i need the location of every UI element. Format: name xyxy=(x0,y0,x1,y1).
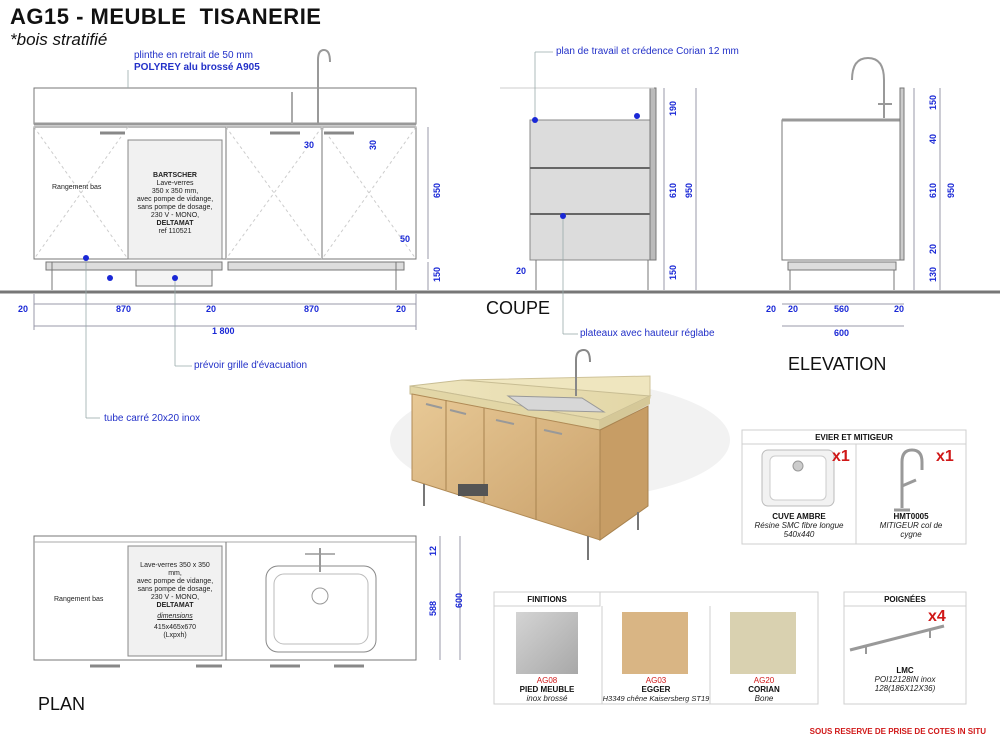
callout-plan-travail: plan de travail et crédence Corian 12 mm xyxy=(556,46,739,57)
front-dim-v-150: 150 xyxy=(432,266,442,282)
callout-dots xyxy=(83,113,640,281)
sink-caption: CUVE AMBRE Résine SMC fibre longue 540x4… xyxy=(754,512,844,539)
section-dim-190: 190 xyxy=(668,100,678,116)
callout-plateaux: plateaux avec hauteur réglabe xyxy=(580,328,715,339)
plan-view-title: PLAN xyxy=(38,694,86,714)
section-dim-950: 950 xyxy=(684,182,694,198)
front-dim-h-5: 20 xyxy=(396,304,407,314)
elevation-view-title: ELEVATION xyxy=(788,354,887,374)
front-dim-30b: 30 xyxy=(368,139,378,150)
section-dim-20: 20 xyxy=(516,266,527,276)
elev-dim-h-1: 20 xyxy=(766,304,777,314)
front-dim-h-1: 20 xyxy=(18,304,29,314)
evier-box-title: EVIER ET MITIGEUR xyxy=(815,433,893,442)
front-dim-h-2: 870 xyxy=(116,304,132,314)
swatch-steel-fill xyxy=(516,612,578,674)
finitions-title: FINITIONS xyxy=(527,595,567,604)
elev-dim-20: 20 xyxy=(928,243,938,254)
poignees-title: POIGNÉES xyxy=(884,595,926,604)
section-dim-610: 610 xyxy=(668,182,678,198)
plan-dim-12: 12 xyxy=(428,545,438,556)
elev-dim-h-3: 560 xyxy=(834,304,850,314)
handle-icon xyxy=(849,624,945,654)
elev-dim-950: 950 xyxy=(946,182,956,198)
callout-leaders xyxy=(85,51,578,419)
callout-tube: tube carré 20x20 inox xyxy=(104,413,201,424)
front-dim-30a: 30 xyxy=(304,140,315,150)
plan-rangement-label: Rangement bas xyxy=(54,596,104,603)
disclaimer-note: SOUS RESERVE DE PRISE DE COTES IN SITU xyxy=(809,727,986,736)
front-dim-v-650: 650 xyxy=(432,182,442,198)
tap-qty: x1 xyxy=(936,448,954,465)
handle-caption: LMC POI12128IN inox 128(186X12X36) xyxy=(874,666,936,693)
elev-dim-130: 130 xyxy=(928,266,938,282)
front-rangement-label: Rangement bas xyxy=(52,184,102,191)
callout-grille: prévoir grille d'évacuation xyxy=(194,360,308,371)
front-dim-h-3: 20 xyxy=(206,304,217,314)
finition-2: AG03 EGGER H3349 chêne Kaisersberg ST19 xyxy=(602,676,710,703)
elev-dim-h-2: 20 xyxy=(788,304,799,314)
plan-appliance-label: Lave-verres 350 x 350 mm, avec pompe de … xyxy=(136,562,214,639)
sink-qty: x1 xyxy=(832,448,850,465)
perspective-render xyxy=(390,348,730,560)
swatch-steel xyxy=(516,612,578,674)
plan-dim-588: 588 xyxy=(428,600,438,616)
page-title: AG15 - MEUBLE TISANERIE xyxy=(10,4,322,29)
section-view-title: COUPE xyxy=(486,298,551,318)
elev-dim-150: 150 xyxy=(928,94,938,110)
swatch-wood xyxy=(622,612,688,674)
section-view xyxy=(500,87,697,290)
callout-plinthe: plinthe en retrait de 50 mm xyxy=(134,50,253,61)
swatch-corian xyxy=(730,612,796,674)
front-view xyxy=(33,48,429,330)
elevation-view xyxy=(781,56,941,327)
front-appliance-label: BARTSCHER Lave-verres 350 x 350 mm, avec… xyxy=(136,172,214,235)
section-dim-150: 150 xyxy=(668,264,678,280)
front-dim-total: 1 800 xyxy=(212,326,235,336)
plan-view xyxy=(33,535,461,668)
elev-dim-h-4: 20 xyxy=(894,304,905,314)
front-dim-h-4: 870 xyxy=(304,304,320,314)
finition-1: AG08 PIED MEUBLE inox brossé xyxy=(519,676,575,703)
plan-dim-600: 600 xyxy=(454,592,464,608)
tap-icon xyxy=(894,448,924,512)
elev-dim-total: 600 xyxy=(834,328,850,338)
handle-qty: x4 xyxy=(928,608,946,625)
callout-polyrey: POLYREY alu brossé A905 xyxy=(134,62,260,73)
elev-dim-40: 40 xyxy=(928,133,938,144)
sink-icon xyxy=(761,449,835,507)
page-subtitle: *bois stratifié xyxy=(10,30,108,49)
tap-caption: HMT0005 MITIGEUR col de cygne xyxy=(879,512,943,539)
finition-3: AG20 CORIAN Bone xyxy=(748,676,780,703)
elev-dim-610: 610 xyxy=(928,182,938,198)
front-dim-50: 50 xyxy=(400,234,411,244)
